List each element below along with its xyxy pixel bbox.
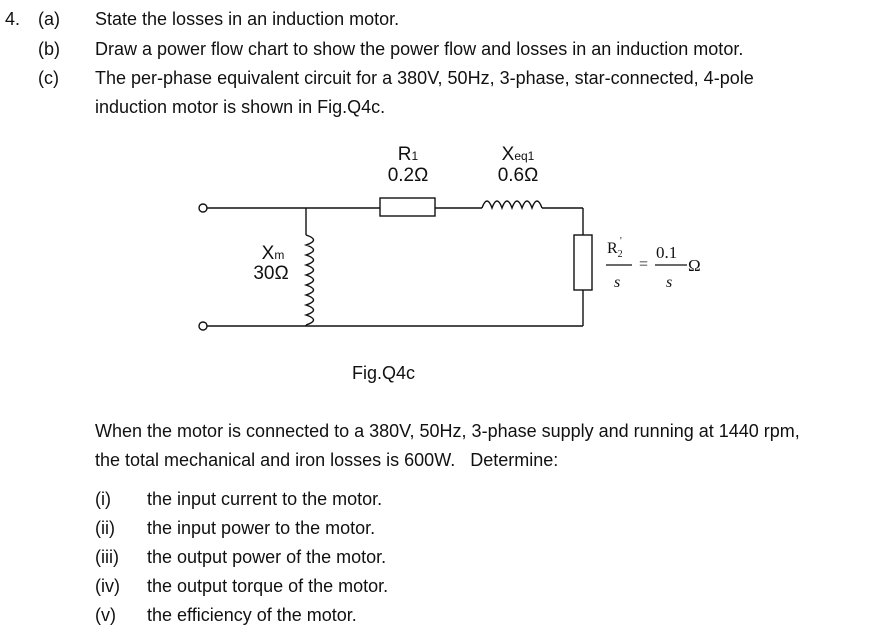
part-c-text-line1: The per-phase equivalent circuit for a 3… (95, 68, 754, 88)
item-v-text: the efficiency of the motor. (147, 605, 357, 625)
part-b-label: (b) (38, 39, 60, 59)
bottom-terminal (198, 321, 208, 331)
part-b-text: Draw a power flow chart to show the powe… (95, 39, 744, 59)
xeq-value: 0.6Ω (497, 165, 539, 186)
load-equals: = (639, 256, 649, 273)
xeq-label: Xeq1 (501, 144, 535, 165)
load-unit: Ω (688, 256, 701, 275)
item-ii-label: (ii) (95, 518, 115, 538)
load-fraction-bar (606, 264, 632, 266)
load-value-denominator: s (666, 274, 673, 291)
item-iii-label: (iii) (95, 547, 119, 567)
item-iv-text: the output torque of the motor. (147, 576, 389, 596)
body-line-2: the total mechanical and iron losses is … (95, 450, 559, 470)
question-number: 4. (5, 9, 21, 29)
top-terminal (198, 203, 208, 213)
part-a-text: State the losses in an induction motor. (95, 9, 400, 29)
item-ii-text: the input power to the motor. (147, 518, 376, 538)
xm-label: Xm (261, 243, 285, 264)
r1-resistor (379, 197, 436, 217)
item-iii-text: the output power of the motor. (147, 547, 387, 567)
load-prime: ' (620, 236, 622, 247)
item-iv-label: (iv) (95, 576, 120, 596)
load-value-numerator: 0.1 (656, 243, 678, 262)
xm-value: 30Ω (253, 263, 289, 284)
load-denominator: s (614, 274, 621, 291)
part-a-label: (a) (38, 9, 60, 29)
figure-caption: Fig.Q4c (352, 363, 416, 383)
part-c-text-line2: induction motor is shown in Fig.Q4c. (95, 97, 386, 117)
part-c-label: (c) (38, 68, 59, 88)
item-i-text: the input current to the motor. (147, 489, 383, 509)
xm-inductor (303, 234, 315, 326)
load-numerator: R2 (607, 240, 623, 261)
item-i-label: (i) (95, 489, 111, 509)
load-value-bar (655, 264, 687, 266)
xeq-inductor (481, 200, 543, 211)
load-resistor (573, 234, 593, 291)
body-line-1: When the motor is connected to a 380V, 5… (95, 421, 800, 441)
r1-label: R1 (397, 144, 419, 165)
item-v-label: (v) (95, 605, 116, 625)
r1-value: 0.2Ω (387, 165, 429, 186)
